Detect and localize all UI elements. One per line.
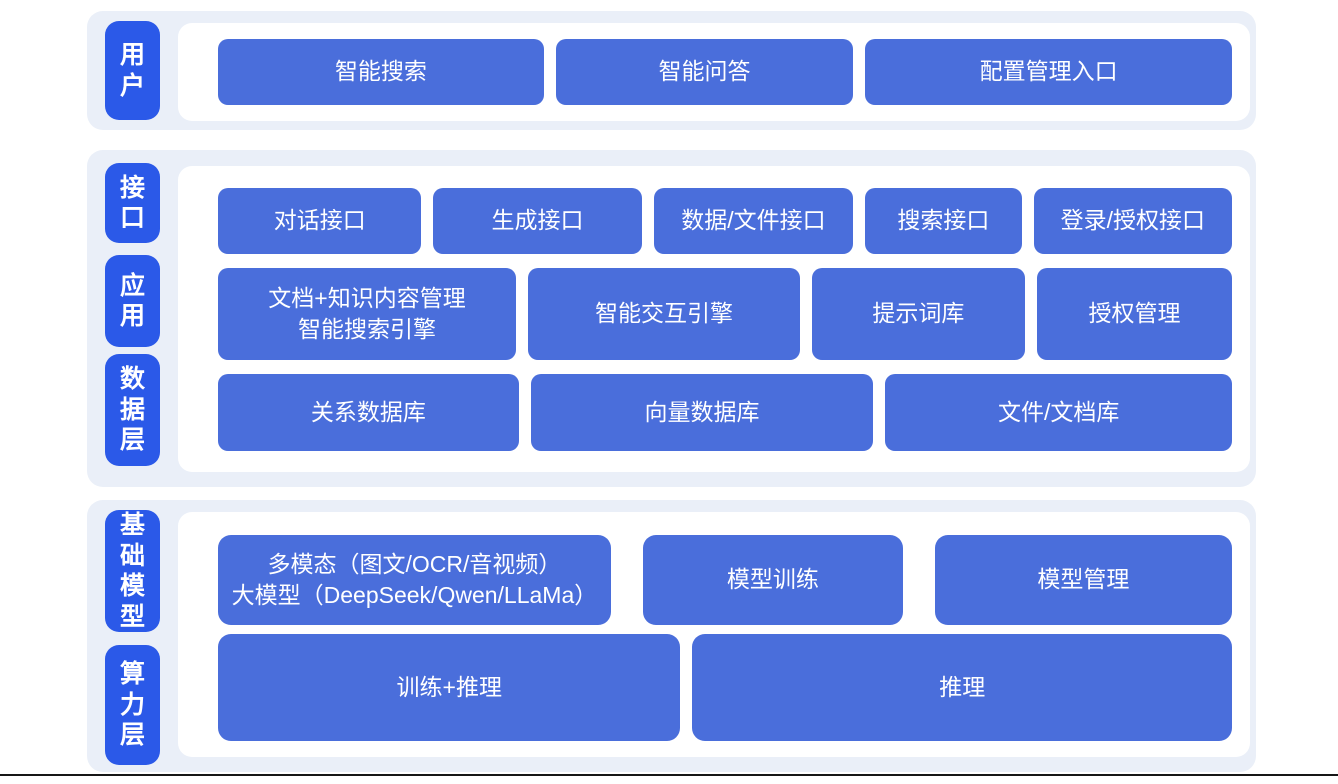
node-multimodal-llm-line1: 多模态（图文/OCR/音视频） [267,550,562,577]
row-data-stores: 关系数据库 向量数据库 文件/文档库 [218,374,1233,451]
layer-label-user: 用户 [105,21,160,120]
node-generation-api: 生成接口 [433,188,642,254]
node-authorization-management-label: 授权管理 [1088,300,1181,327]
node-data-file-api: 数据/文件接口 [653,188,854,254]
node-dialog-api: 对话接口 [218,188,422,254]
node-multimodal-llm-line2: 大模型（DeepSeek/Qwen/LLaMa） [231,582,598,608]
node-inference: 推理 [692,634,1232,741]
row-compute: 训练+推理 推理 [218,634,1232,741]
node-prompt-library: 提示词库 [811,268,1026,360]
layer-label-compute-layer-text: 算力层 [119,660,145,750]
row-interfaces: 对话接口 生成接口 数据/文件接口 搜索接口 登录/授权接口 [218,188,1233,254]
node-doc-knowledge-search-engine-line1: 文档+知识内容管理 [268,284,466,311]
node-search-api-label: 搜索接口 [897,207,990,234]
node-vector-database: 向量数据库 [530,374,874,451]
node-doc-knowledge-search-engine: 文档+知识内容管理 智能搜索引擎 [218,268,517,360]
layer-band-user: 用户 智能搜索 智能问答 配置管理入口 [87,11,1256,130]
node-file-document-store-label: 文件/文档库 [997,398,1120,425]
node-model-training-label: 模型训练 [726,566,819,593]
node-authorization-management: 授权管理 [1037,268,1233,360]
row-applications: 文档+知识内容管理 智能搜索引擎 智能交互引擎 提示词库 授权管理 [218,268,1233,360]
node-multimodal-llm: 多模态（图文/OCR/音视频） 大模型（DeepSeek/Qwen/LLaMa） [218,535,611,625]
node-generation-api-label: 生成接口 [491,207,584,234]
panel-interface-app-data: 对话接口 生成接口 数据/文件接口 搜索接口 登录/授权接口 文档+知识内容管理 [178,166,1250,472]
node-search-api: 搜索接口 [865,188,1022,254]
node-doc-knowledge-search-engine-line2: 智能搜索引擎 [298,316,437,342]
node-file-document-store: 文件/文档库 [885,374,1233,451]
node-training-inference-label: 训练+推理 [396,673,502,700]
node-config-management-entry: 配置管理入口 [865,39,1232,105]
row-foundation-models: 多模态（图文/OCR/音视频） 大模型（DeepSeek/Qwen/LLaMa）… [218,535,1232,625]
node-dialog-api-label: 对话接口 [273,207,366,234]
layer-band-model-compute: 基础模型 算力层 多模态（图文/OCR/音视频） 大模型（DeepSeek/Qw… [87,500,1256,772]
node-model-management-label: 模型管理 [1037,566,1130,593]
layer-label-foundation-model: 基础模型 [105,510,160,632]
layer-label-user-text: 用户 [119,41,145,100]
layer-label-compute-layer: 算力层 [105,645,160,765]
node-training-inference: 训练+推理 [218,634,681,741]
layer-label-application: 应用 [105,255,160,347]
panel-user: 智能搜索 智能问答 配置管理入口 [178,23,1250,121]
layer-band-interface-app-data: 接口 应用 数据层 对话接口 生成接口 数据/文件接口 搜 [87,150,1256,487]
node-inference-label: 推理 [939,673,986,700]
node-smart-search: 智能搜索 [218,39,544,105]
bottom-divider [0,774,1338,776]
layer-label-interface-text: 接口 [119,173,145,233]
label-column-model-compute: 基础模型 算力层 [105,510,160,765]
node-config-management-entry-label: 配置管理入口 [979,58,1118,85]
layer-label-application-text: 应用 [119,271,145,331]
node-intelligent-interaction-engine-label: 智能交互引擎 [594,300,733,327]
node-model-training: 模型训练 [642,535,903,625]
row-user-entries: 智能搜索 智能问答 配置管理入口 [218,39,1232,105]
label-column-interface-app-data: 接口 应用 数据层 [105,163,160,466]
layer-label-data-layer-text: 数据层 [119,365,145,455]
node-smart-qa-label: 智能问答 [658,58,751,85]
layer-label-foundation-model-text: 基础模型 [119,511,145,631]
node-model-management: 模型管理 [934,535,1232,625]
architecture-diagram: 用户 智能搜索 智能问答 配置管理入口 接口 应用 [87,11,1256,772]
panel-model-compute: 多模态（图文/OCR/音视频） 大模型（DeepSeek/Qwen/LLaMa）… [178,512,1250,757]
node-login-auth-api: 登录/授权接口 [1033,188,1233,254]
node-relational-database-label: 关系数据库 [310,398,426,425]
node-login-auth-api-label: 登录/授权接口 [1060,207,1206,234]
layer-label-data-layer: 数据层 [105,354,160,466]
node-prompt-library-label: 提示词库 [872,300,965,327]
node-relational-database: 关系数据库 [218,374,519,451]
node-smart-qa: 智能问答 [555,39,854,105]
node-data-file-api-label: 数据/文件接口 [681,207,826,234]
node-smart-search-label: 智能搜索 [334,58,427,85]
node-vector-database-label: 向量数据库 [644,398,760,425]
node-intelligent-interaction-engine: 智能交互引擎 [528,268,800,360]
layer-label-interface: 接口 [105,163,160,243]
label-column-user: 用户 [105,21,160,120]
